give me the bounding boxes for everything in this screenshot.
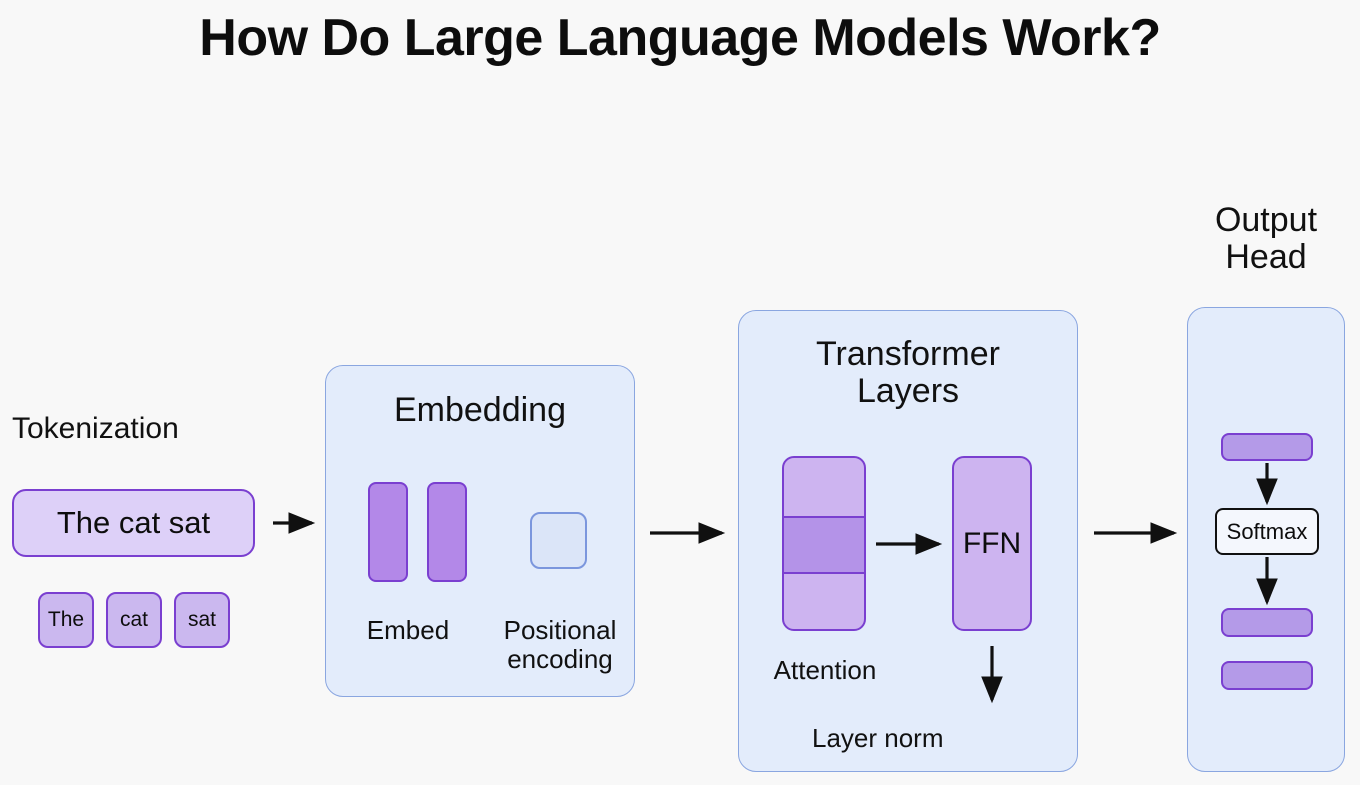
positional-encoding-sublabel: Positional encoding <box>482 616 638 673</box>
output-head-title-line1: Output <box>1214 201 1318 239</box>
tokenization-label: Tokenization <box>12 412 179 445</box>
attention-band-middle <box>784 516 864 574</box>
transformer-panel-title: Transformer Layers <box>738 336 1078 409</box>
input-sentence-box: The cat sat <box>12 489 255 557</box>
token-chip: The <box>38 592 94 648</box>
positional-encoding-square <box>530 512 587 569</box>
attention-block <box>782 456 866 631</box>
token-chip-row: The cat sat <box>38 592 230 648</box>
ffn-block: FFN <box>952 456 1032 631</box>
probability-bar <box>1221 608 1313 637</box>
embed-vector-bar <box>427 482 467 582</box>
token-chip: cat <box>106 592 162 648</box>
positional-encoding-sublabel-line2: encoding <box>507 643 613 674</box>
layer-norm-sublabel: Layer norm <box>812 723 944 753</box>
output-head-title: Output Head <box>1186 202 1346 275</box>
token-chip: sat <box>174 592 230 648</box>
transformer-title-line1: Transformer <box>816 335 1000 373</box>
positional-encoding-sublabel-line1: Positional <box>503 615 617 645</box>
transformer-title-line2: Layers <box>856 371 960 410</box>
embedding-panel-title: Embedding <box>393 391 566 429</box>
embed-sublabel: Embed <box>366 615 450 645</box>
softmax-box: Softmax <box>1215 508 1319 555</box>
page-title: How Do Large Language Models Work? <box>199 9 1161 67</box>
embed-vector-bar <box>368 482 408 582</box>
probability-bar <box>1221 661 1313 690</box>
output-head-title-line2: Head <box>1225 237 1307 276</box>
logits-bar <box>1221 433 1313 461</box>
attention-sublabel: Attention <box>773 655 877 685</box>
